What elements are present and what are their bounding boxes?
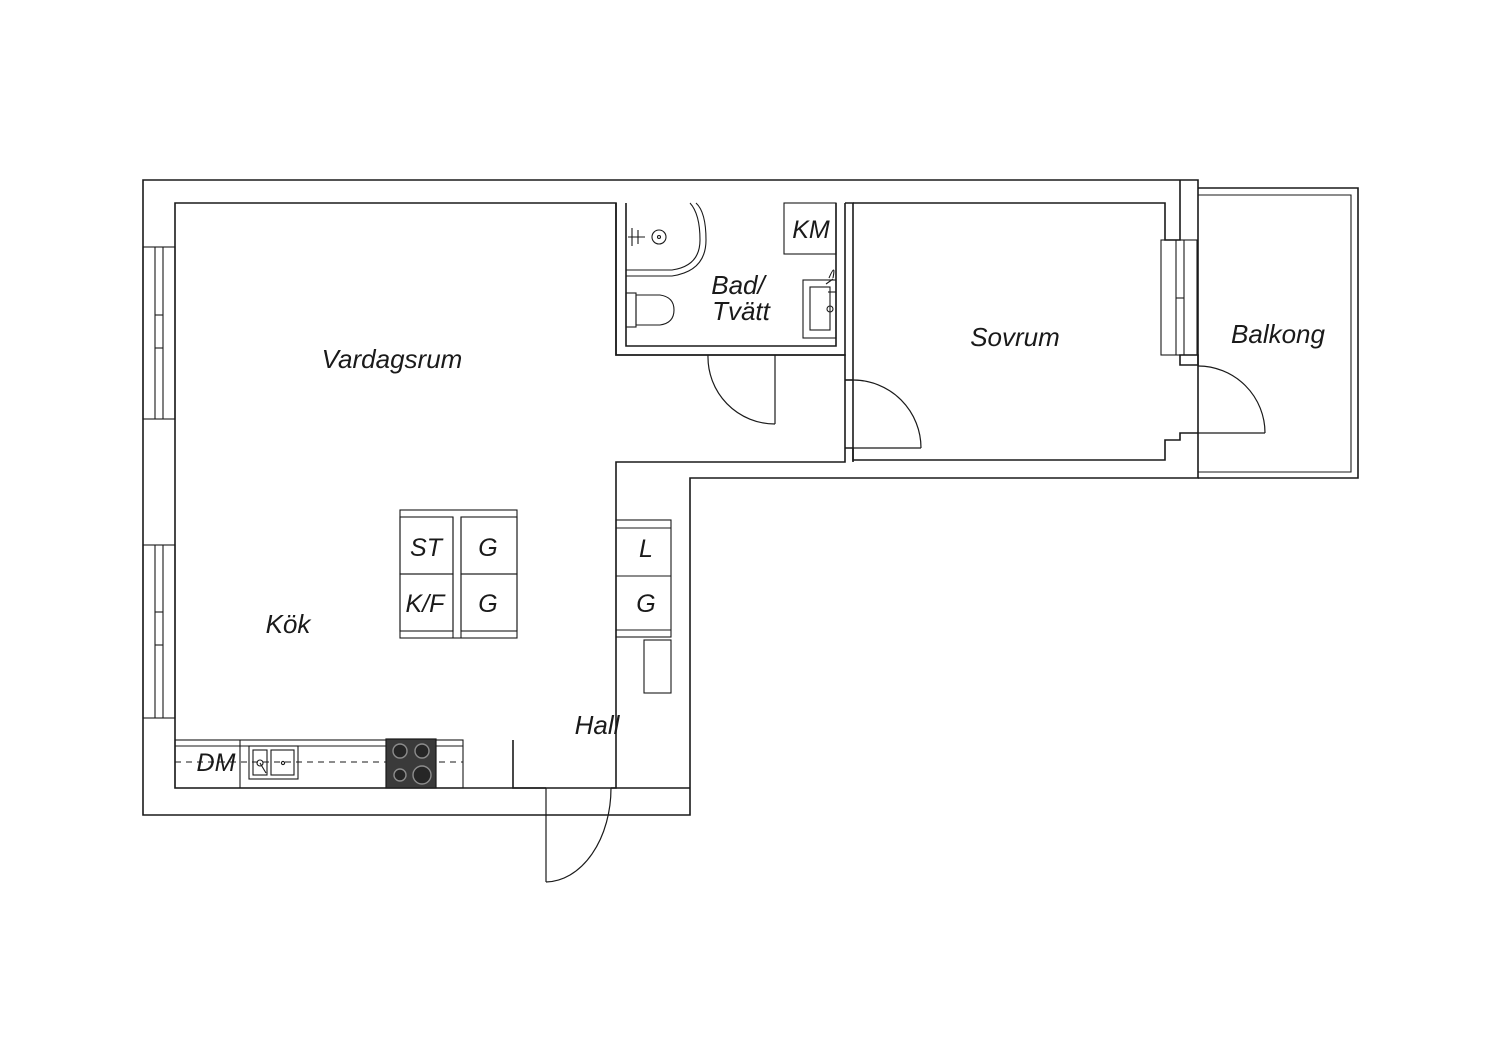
outer-walls xyxy=(142,179,1199,816)
fixture-label-l: L xyxy=(639,535,653,563)
washing-machine-box xyxy=(783,202,837,255)
door-entrance xyxy=(512,740,690,883)
window-left-top xyxy=(142,246,176,420)
room-label-kok: Kök xyxy=(266,609,313,639)
room-label-balkong: Balkong xyxy=(1231,319,1325,349)
window-bedroom xyxy=(1160,239,1198,356)
fixture-label-st: ST xyxy=(410,534,444,562)
hall-cabinet xyxy=(643,639,672,694)
bathroom-walls xyxy=(615,203,846,356)
sink-icon xyxy=(248,745,299,780)
fixture-label-g-freezer: G xyxy=(478,534,497,562)
door-bedroom xyxy=(852,379,922,449)
door-balcony xyxy=(1197,365,1266,434)
fixture-label-km: KM xyxy=(792,216,830,244)
room-label-tvatt: Tvätt xyxy=(712,296,772,326)
room-label-bad: Bad/ xyxy=(711,270,767,300)
fixture-label-g-island: G xyxy=(478,590,497,618)
shower-area xyxy=(626,202,707,277)
door-bathroom xyxy=(707,354,776,425)
room-label-sovrum: Sovrum xyxy=(970,322,1060,352)
bedroom-walls xyxy=(845,180,1199,462)
hall-wardrobe xyxy=(615,519,672,638)
fixture-label-kf: K/F xyxy=(406,590,447,618)
balcony-outline xyxy=(1198,187,1359,479)
window-left-bottom xyxy=(142,544,176,719)
room-label-vardagsrum: Vardagsrum xyxy=(322,344,463,374)
sink-icon xyxy=(802,269,837,339)
fixture-label-dm: DM xyxy=(197,749,236,777)
room-label-hall: Hall xyxy=(575,710,621,740)
fixture-label-g-hall: G xyxy=(636,590,655,618)
kitchen-island xyxy=(399,509,518,639)
stove-icon xyxy=(385,738,437,789)
toilet-icon xyxy=(625,292,675,328)
